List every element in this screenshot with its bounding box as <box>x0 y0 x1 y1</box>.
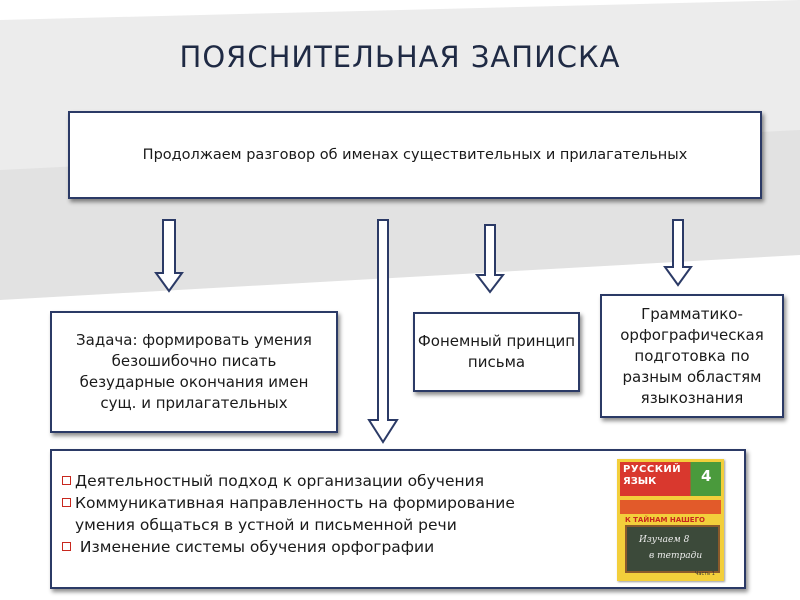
phonemic-principle-box: Фонемный принцип письма <box>413 312 580 392</box>
list-item-continuation: умения общаться в устной и письменной ре… <box>75 516 457 534</box>
board-text-line1: Изучаем 8 <box>639 535 690 545</box>
main-topic-box: Продолжаем разговор об именах существите… <box>68 111 762 199</box>
list-item: Изменение системы обучения орфографии <box>62 536 515 558</box>
task-box: Задача: формировать умения безошибочно п… <box>50 311 338 433</box>
arrow-down-icon <box>663 219 693 287</box>
list-item: Коммуникативная направленность на формир… <box>62 492 515 514</box>
arrow-down-icon <box>367 219 399 444</box>
approaches-list: Деятельностный подход к организации обуч… <box>62 470 515 558</box>
phonemic-text: Фонемный принцип письма <box>417 332 576 371</box>
book-header <box>620 462 721 496</box>
arrow-down-icon <box>154 219 184 293</box>
book-title-line1: РУССКИЙ <box>623 464 682 475</box>
book-stripe <box>620 500 721 514</box>
chalkboard-illustration: Изучаем 8 в тетради <box>625 525 720 573</box>
main-topic-text: Продолжаем разговор об именах существите… <box>142 147 688 163</box>
checkbox-bullet-icon <box>62 498 71 507</box>
arrow-down-icon <box>474 224 506 294</box>
list-item: Деятельностный подход к организации обуч… <box>62 470 515 492</box>
book-title-line2: ЯЗЫК <box>623 476 657 487</box>
board-text-line2: в тетради <box>649 551 703 561</box>
task-text: Задача: формировать умения безошибочно п… <box>76 331 312 412</box>
page-title: ПОЯСНИТЕЛЬНАЯ ЗАПИСКА <box>179 40 621 74</box>
grammar-box: Грамматико-орфографическая подготовка по… <box>600 294 784 418</box>
book-grade: 4 <box>701 467 712 485</box>
textbook-cover-image: РУССКИЙ ЯЗЫК 4 К ТАЙНАМ НАШЕГО ЯЗЫКА Изу… <box>617 459 724 581</box>
checkbox-bullet-icon <box>62 476 71 485</box>
grammar-text: Грамматико-орфографическая подготовка по… <box>620 304 764 407</box>
book-part-label: Часть 1 <box>695 571 715 577</box>
checkbox-bullet-icon <box>62 542 71 551</box>
